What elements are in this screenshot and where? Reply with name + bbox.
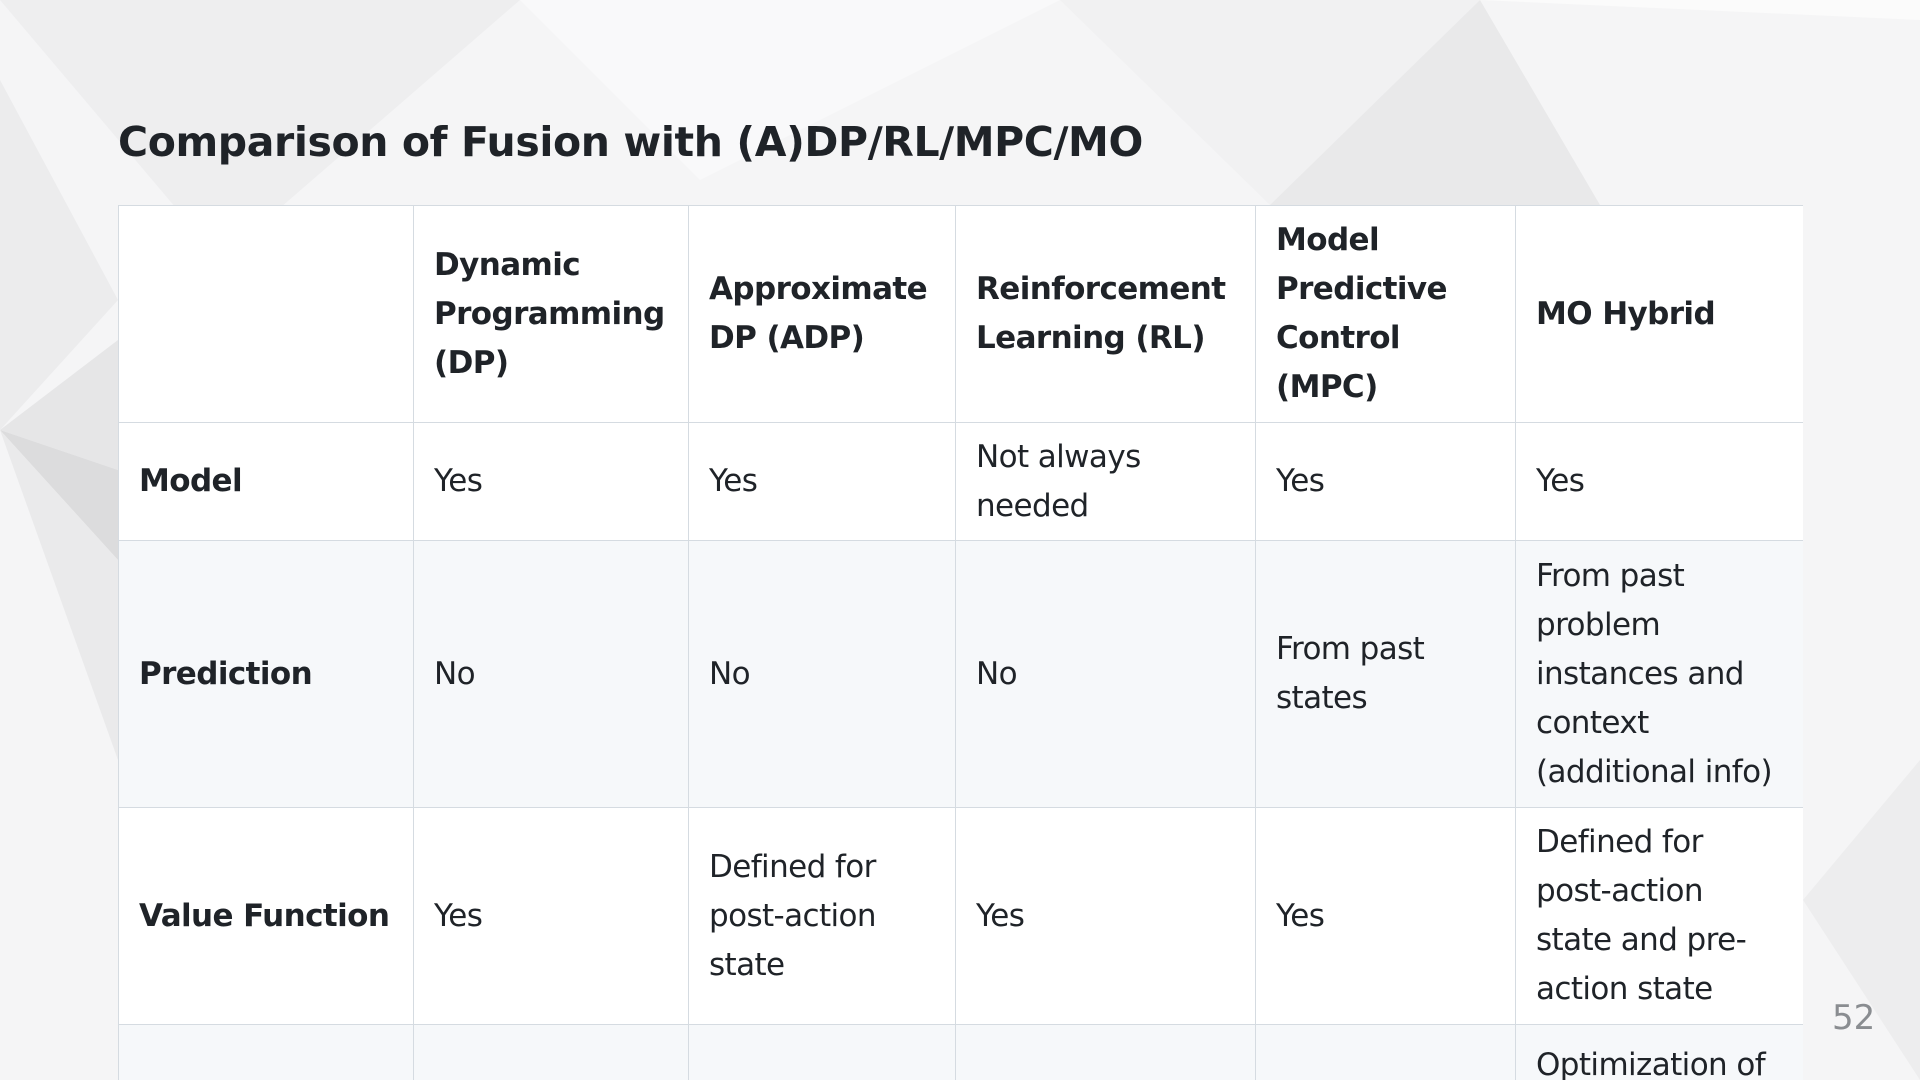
column-header-dp: Dynamic Programming (DP) xyxy=(413,205,689,423)
page-number: 52 xyxy=(1832,998,1876,1038)
row-header-prediction: Prediction xyxy=(118,540,414,808)
table-cell: Yes xyxy=(955,807,1256,1025)
table-row-value-function: Value Function Yes Defined for post-acti… xyxy=(118,807,1803,1025)
table-cell: Yes xyxy=(1255,807,1516,1025)
table-cell: Defined for post-action state and pre-ac… xyxy=(1515,807,1803,1025)
table-cell: Yes xyxy=(413,422,689,541)
row-header-model: Model xyxy=(118,422,414,541)
table-cell: From past problem instances and context … xyxy=(1515,540,1803,808)
column-header-mpc: Model Predictive Control (MPC) xyxy=(1255,205,1516,423)
table-cell: Yes xyxy=(1515,422,1803,541)
table-cell: No xyxy=(688,540,956,808)
table-cell: Optimization of xyxy=(1515,1024,1803,1080)
table-cell: From past states xyxy=(1255,540,1516,808)
column-header-rl: Reinforcement Learning (RL) xyxy=(955,205,1256,423)
table-cell: No xyxy=(413,540,689,808)
table-row-partial: Optimization of xyxy=(118,1024,1803,1080)
table-row-model: Model Yes Yes Not always needed Yes Yes xyxy=(118,422,1803,541)
table-header-row: Dynamic Programming (DP) Approximate DP … xyxy=(118,205,1803,423)
comparison-table-container: Dynamic Programming (DP) Approximate DP … xyxy=(118,205,1803,1080)
table-cell: Yes xyxy=(413,807,689,1025)
table-cell: No xyxy=(955,540,1256,808)
table-cell: Yes xyxy=(1255,422,1516,541)
table-cell xyxy=(1255,1024,1516,1080)
table-cell: Yes xyxy=(688,422,956,541)
column-header-adp: Approximate DP (ADP) xyxy=(688,205,956,423)
row-header-partial xyxy=(118,1024,414,1080)
comparison-table: Dynamic Programming (DP) Approximate DP … xyxy=(118,205,1803,1080)
column-header-mo-hybrid: MO Hybrid xyxy=(1515,205,1803,423)
table-cell xyxy=(955,1024,1256,1080)
table-cell: Not always needed xyxy=(955,422,1256,541)
table-cell: Defined for post-action state xyxy=(688,807,956,1025)
table-cell xyxy=(413,1024,689,1080)
table-row-prediction: Prediction No No No From past states Fro… xyxy=(118,540,1803,808)
column-header-empty xyxy=(118,205,414,423)
slide-title: Comparison of Fusion with (A)DP/RL/MPC/M… xyxy=(118,118,1143,166)
table-cell xyxy=(688,1024,956,1080)
row-header-value-function: Value Function xyxy=(118,807,414,1025)
